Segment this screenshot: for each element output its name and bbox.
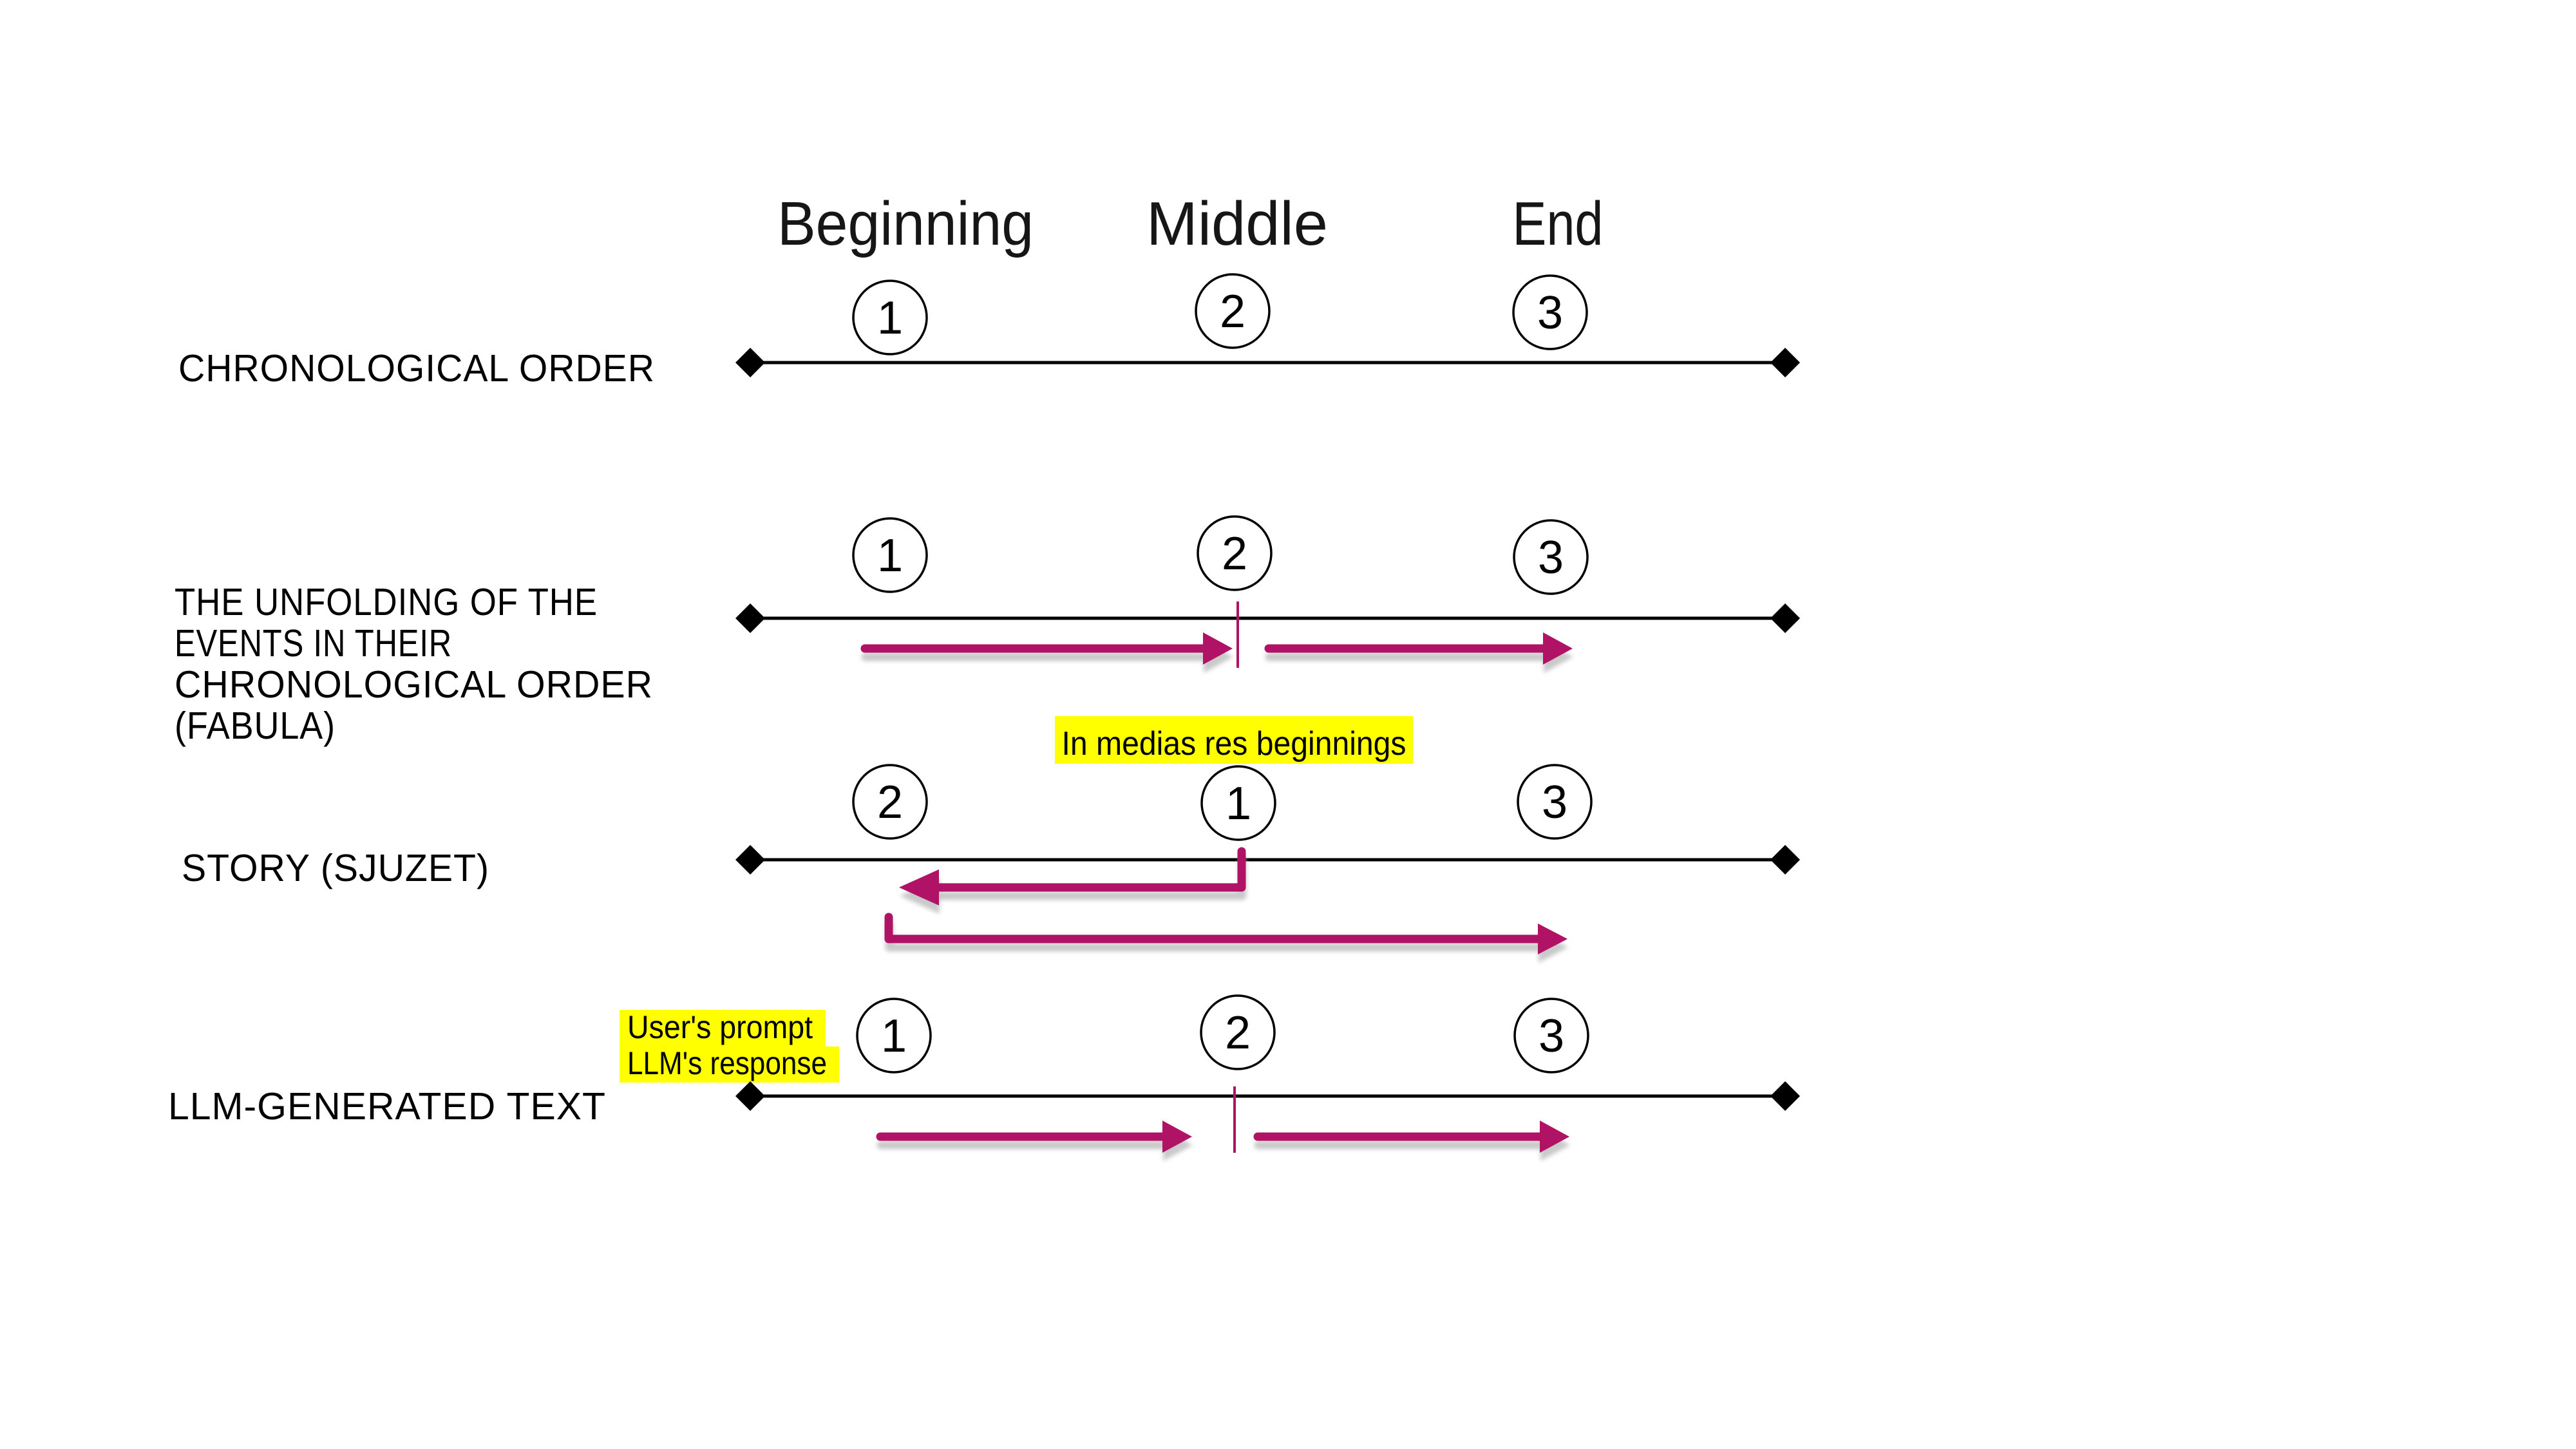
- event-number: 3: [1542, 777, 1567, 828]
- event-marker: 2: [1195, 273, 1271, 349]
- row-label-sjuzet: STORY (SJUZET): [182, 847, 489, 889]
- user-prompt-text: User's prompt: [627, 1009, 813, 1045]
- event-circle: [852, 279, 928, 355]
- in-medias-res-annotation: In medias res beginnings: [1055, 716, 1413, 764]
- event-number: 1: [877, 530, 903, 582]
- highlight-box: [620, 1010, 826, 1046]
- event-marker: 2: [852, 764, 928, 840]
- prompt-response-annotation: User's prompt LLM's response: [620, 1009, 839, 1083]
- diamond-endpoint-icon: [735, 1081, 765, 1111]
- column-header-beginning: Beginning: [777, 189, 1034, 258]
- row-label-llm: LLM-GENERATED TEXT: [168, 1085, 606, 1128]
- event-number: 2: [1225, 1007, 1251, 1059]
- event-circle: [1200, 994, 1276, 1070]
- diamond-endpoint-icon: [1770, 845, 1800, 875]
- row-label-fabula-line2: EVENTS IN THEIR: [175, 622, 452, 665]
- event-marker: 1: [1200, 765, 1276, 841]
- row-label-fabula: THE UNFOLDING OF THE EVENTS IN THEIR CHR…: [175, 581, 653, 747]
- event-number: 2: [1220, 286, 1245, 337]
- diamond-endpoint-icon: [1770, 603, 1800, 633]
- diamond-endpoint-icon: [735, 348, 765, 377]
- event-number: 3: [1537, 287, 1563, 339]
- llm-forward-arrow-second: [1258, 1121, 1569, 1449]
- highlight-box: [1055, 716, 1413, 764]
- event-circle: [1517, 764, 1593, 840]
- event-circle: [852, 517, 928, 593]
- event-circle: [1513, 998, 1589, 1074]
- event-marker: 3: [1512, 274, 1588, 350]
- row-label-chronological-order: CHRONOLOGICAL ORDER: [178, 347, 655, 390]
- event-circle: [856, 998, 932, 1074]
- event-circle: [1195, 273, 1271, 349]
- event-marker: 1: [852, 279, 928, 355]
- event-marker: 1: [852, 517, 928, 593]
- row-label-fabula-line4: (FABULA): [175, 705, 336, 747]
- event-circle: [1512, 274, 1588, 350]
- story-forward-arrow-shadow: [889, 925, 1568, 963]
- event-number: 3: [1539, 1010, 1564, 1062]
- event-marker: 3: [1513, 519, 1589, 595]
- highlight-box: [620, 1046, 839, 1083]
- event-marker: 3: [1517, 764, 1593, 840]
- event-number: 1: [877, 292, 903, 344]
- event-circle: [1197, 515, 1273, 591]
- event-marker: 2: [1197, 515, 1273, 591]
- llm-response-text: LLM's response: [627, 1045, 827, 1081]
- diamond-endpoint-icon: [735, 603, 765, 633]
- event-circle: [1513, 519, 1589, 595]
- event-circle: [852, 764, 928, 840]
- event-circle: [1200, 765, 1276, 841]
- diamond-endpoint-icon: [1770, 348, 1800, 377]
- diamond-endpoint-icon: [735, 845, 765, 875]
- row-label-fabula-line3: CHRONOLOGICAL ORDER: [175, 663, 653, 706]
- row-label-fabula-line1: THE UNFOLDING OF THE: [175, 581, 598, 623]
- forward-arrow-shadow: [1258, 1129, 1570, 1449]
- event-number: 1: [881, 1010, 907, 1062]
- event-marker: 1: [856, 998, 932, 1074]
- event-number: 1: [1226, 778, 1251, 829]
- event-marker: 2: [1200, 994, 1276, 1070]
- event-number: 3: [1538, 532, 1564, 583]
- event-number: 2: [1222, 528, 1247, 580]
- in-medias-res-text: In medias res beginnings: [1062, 725, 1406, 762]
- event-number: 2: [877, 777, 903, 828]
- column-header-middle: Middle: [1146, 189, 1328, 258]
- event-marker: 3: [1513, 998, 1589, 1074]
- diamond-endpoint-icon: [1770, 1081, 1800, 1111]
- column-header-end: End: [1513, 189, 1604, 258]
